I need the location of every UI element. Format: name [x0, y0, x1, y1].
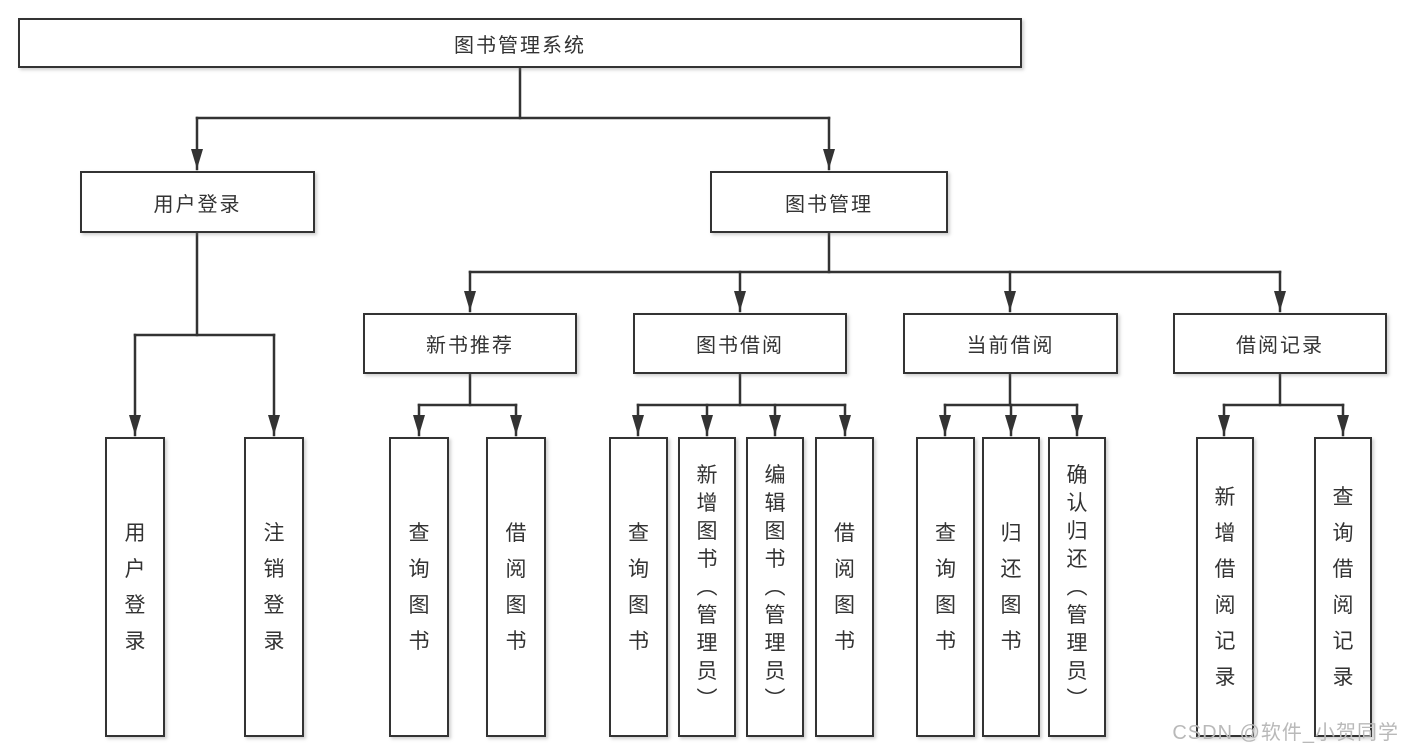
- node-edit-books-admin: 编辑图书︵管理员︶: [746, 437, 804, 737]
- node-return-books: 归还图书: [982, 437, 1040, 737]
- node-book-management: 图书管理: [710, 171, 948, 233]
- node-current-borrowing: 当前借阅: [903, 313, 1118, 374]
- node-user-login-leaf: 用户登录: [105, 437, 165, 737]
- node-confirm-return-admin: 确认归还︵管理员︶: [1048, 437, 1106, 737]
- node-label: 编辑图书︵管理员︶: [764, 463, 786, 711]
- node-label: 图书管理系统: [454, 34, 586, 57]
- node-label: 查询借阅记录: [1332, 485, 1354, 689]
- node-borrow-books-recommend: 借阅图书: [486, 437, 546, 737]
- node-label: 归还图书: [1000, 521, 1022, 653]
- node-label: 查询图书: [935, 521, 956, 653]
- node-label: 新增图书︵管理员︶: [696, 463, 718, 711]
- node-label: 图书管理: [785, 193, 873, 216]
- csdn-watermark: CSDN @软件_小贺同学: [1172, 722, 1399, 744]
- node-label: 借阅图书: [505, 521, 527, 653]
- node-new-book-recommendation: 新书推荐: [363, 313, 577, 374]
- node-borrowing-records: 借阅记录: [1173, 313, 1387, 374]
- node-logout-leaf: 注销登录: [244, 437, 304, 737]
- node-add-borrow-record: 新增借阅记录: [1196, 437, 1254, 737]
- node-query-books-current: 查询图书: [916, 437, 975, 737]
- node-query-books-borrowing: 查询图书: [609, 437, 668, 737]
- node-label: 借阅记录: [1236, 335, 1324, 357]
- node-library-management-system: 图书管理系统: [18, 18, 1022, 68]
- node-user-login: 用户登录: [80, 171, 315, 233]
- node-label: 图书借阅: [696, 335, 784, 357]
- node-label: 查询图书: [628, 521, 649, 653]
- node-label: 确认归还︵管理员︶: [1066, 463, 1088, 711]
- node-label: 新书推荐: [426, 335, 514, 357]
- node-query-books-recommend: 查询图书: [389, 437, 449, 737]
- node-label: 借阅图书: [834, 521, 855, 653]
- node-add-books-admin: 新增图书︵管理员︶: [678, 437, 736, 737]
- node-label: 查询图书: [408, 521, 430, 653]
- node-query-borrow-record: 查询借阅记录: [1314, 437, 1372, 737]
- node-label: 注销登录: [263, 521, 285, 653]
- node-label: 当前借阅: [966, 335, 1055, 357]
- node-book-borrowing: 图书借阅: [633, 313, 847, 374]
- node-label: 新增借阅记录: [1214, 485, 1236, 689]
- node-borrow-books-leaf: 借阅图书: [815, 437, 874, 737]
- node-label: 用户登录: [153, 193, 242, 216]
- node-label: 用户登录: [124, 521, 146, 653]
